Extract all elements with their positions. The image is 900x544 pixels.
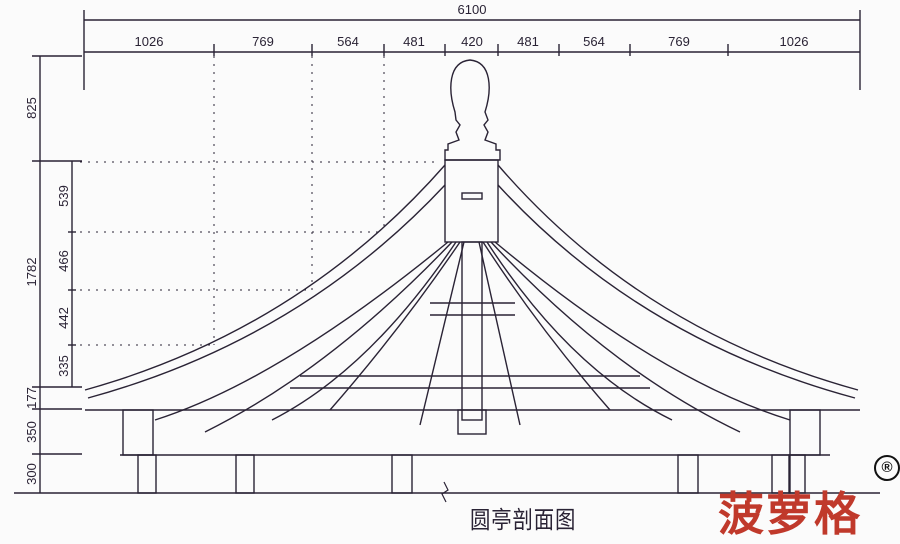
svg-text:420: 420: [461, 34, 483, 49]
svg-text:769: 769: [668, 34, 690, 49]
roof-right: [478, 164, 859, 433]
svg-text:1026: 1026: [135, 34, 164, 49]
vertical-dimension-lines: [14, 55, 880, 494]
svg-text:481: 481: [403, 34, 425, 49]
overall-width-label: 6100: [458, 2, 487, 17]
svg-text:1026: 1026: [780, 34, 809, 49]
svg-text:1782: 1782: [24, 258, 39, 287]
horizontal-dim-labels: 1026 769 564 481 420 481 564 769 1026: [135, 34, 809, 49]
overall-dimension-line: [83, 10, 861, 90]
svg-text:481: 481: [517, 34, 539, 49]
segment-ticks: [213, 44, 729, 56]
brand-logo: 菠萝格: [718, 487, 862, 541]
posts: [122, 409, 821, 494]
svg-text:564: 564: [337, 34, 359, 49]
king-post: [444, 159, 499, 243]
vertical-dim-labels: 825 1782 177 350 300 539 466 442 335: [24, 97, 71, 485]
svg-text:177: 177: [24, 387, 39, 409]
svg-text:350: 350: [24, 421, 39, 443]
svg-text:825: 825: [24, 97, 39, 119]
svg-text:300: 300: [24, 463, 39, 485]
drawing-title: 圆亭剖面图: [470, 506, 577, 534]
registered-mark: ®: [874, 455, 900, 481]
svg-text:335: 335: [56, 355, 71, 377]
horizontal-beams: [85, 302, 860, 456]
finial: [444, 59, 501, 161]
center-column: [461, 241, 483, 421]
dotted-guides: [80, 56, 440, 346]
svg-text:564: 564: [583, 34, 605, 49]
svg-text:466: 466: [56, 250, 71, 272]
roof-left: [84, 164, 465, 433]
svg-text:539: 539: [56, 185, 71, 207]
break-mark: [441, 481, 449, 503]
svg-text:769: 769: [252, 34, 274, 49]
svg-text:442: 442: [56, 307, 71, 329]
